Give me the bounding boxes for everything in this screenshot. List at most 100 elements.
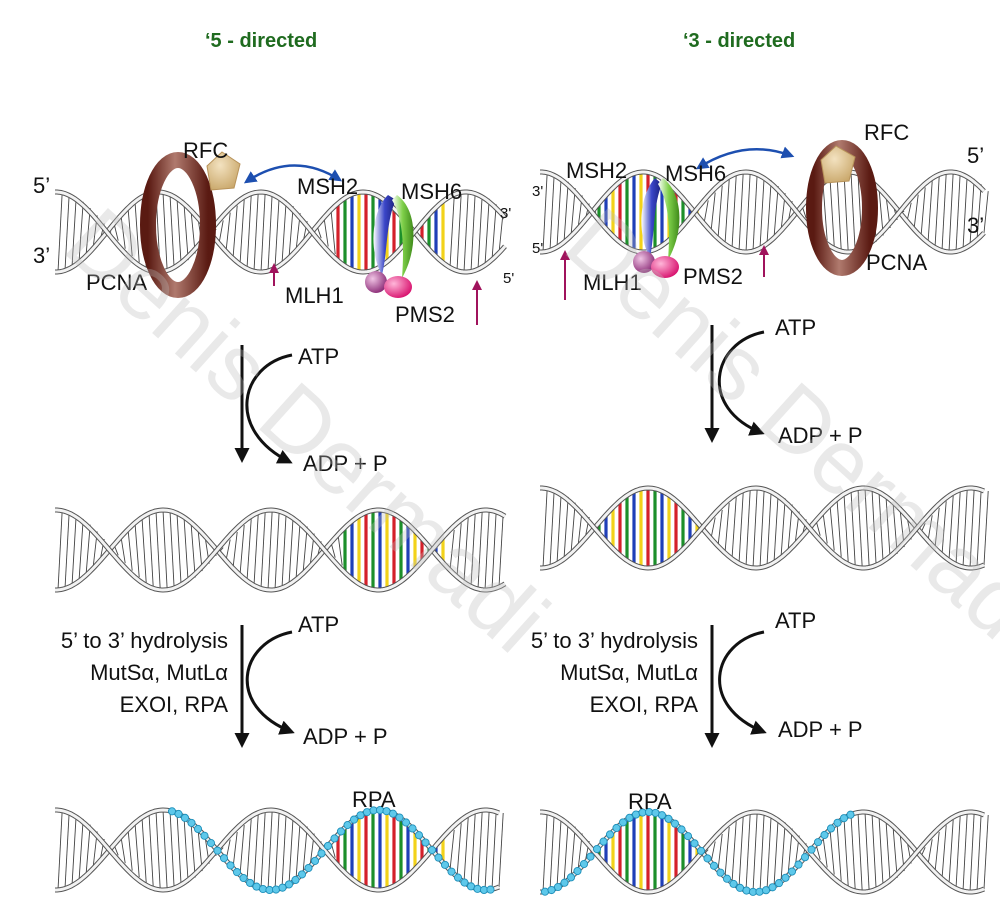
rpa-bead xyxy=(840,815,847,822)
base-pair xyxy=(865,812,869,892)
base-pair xyxy=(711,193,715,232)
rpa-bead xyxy=(717,869,724,876)
rpa-bead xyxy=(827,825,834,832)
base-pair xyxy=(774,186,778,238)
base-pair xyxy=(732,821,736,883)
base-pair xyxy=(184,817,188,883)
base-pair xyxy=(275,810,279,889)
rpa-bead xyxy=(567,874,574,881)
label-5prime-left: 5’ xyxy=(33,173,50,198)
base-pair xyxy=(247,195,251,268)
base-pair xyxy=(163,810,167,890)
label-rfc-left: RFC xyxy=(183,138,228,163)
base-pair xyxy=(233,532,237,568)
rpa-bead xyxy=(318,850,325,857)
dna-helix-right-step3 xyxy=(540,808,988,895)
label-5prime-left-end: 5' xyxy=(503,270,514,287)
base-pair xyxy=(893,826,897,878)
base-pair xyxy=(830,829,834,874)
base-pair xyxy=(254,515,258,586)
base-pair xyxy=(571,503,575,554)
base-pair xyxy=(935,832,939,872)
base-pair xyxy=(984,191,988,233)
rpa-bead xyxy=(298,871,305,878)
rpa-bead xyxy=(428,846,435,853)
base-pair xyxy=(261,812,265,889)
base-pair xyxy=(464,192,468,272)
base-pair xyxy=(86,825,90,876)
rpa-bead xyxy=(194,825,201,832)
base-pair xyxy=(121,837,125,863)
rpa-bead xyxy=(593,845,600,852)
base-pair xyxy=(275,196,279,268)
base-pair xyxy=(282,512,286,588)
base-pair xyxy=(289,816,293,885)
base-pair xyxy=(79,819,83,881)
base-pair xyxy=(247,819,251,881)
pms2-protein-left xyxy=(384,276,412,298)
rpa-bead xyxy=(292,876,299,883)
rpa-bead xyxy=(344,821,351,828)
base-pair xyxy=(254,193,258,271)
base-pair xyxy=(725,827,729,877)
base-pair xyxy=(872,813,876,890)
base-pair xyxy=(135,823,139,877)
rpa-bead xyxy=(561,879,568,886)
base-pair xyxy=(564,497,568,559)
label-atp-right-2: ATP xyxy=(775,608,816,633)
base-pair xyxy=(149,513,153,586)
rpa-bead xyxy=(600,838,607,845)
base-pair xyxy=(774,494,778,563)
rpa-bead xyxy=(181,814,188,821)
label-pcna-right: PCNA xyxy=(866,250,927,275)
base-pair xyxy=(79,519,83,581)
base-pair xyxy=(457,823,461,876)
label-adp-right-2: ADP + P xyxy=(778,717,863,742)
base-pair xyxy=(184,517,188,583)
base-pair xyxy=(963,813,967,891)
rpa-bead xyxy=(619,819,626,826)
base-pair xyxy=(135,523,139,577)
rpa-bead xyxy=(587,853,594,860)
base-pair xyxy=(499,813,503,887)
rpa-bead xyxy=(435,854,442,861)
rpa-bead xyxy=(678,826,685,833)
rpa-bead xyxy=(214,847,221,854)
rpa-bead xyxy=(422,839,429,846)
label-atp-right-1: ATP xyxy=(775,315,816,340)
base-pair xyxy=(984,815,988,889)
base-pair xyxy=(935,177,939,248)
base-pair xyxy=(485,810,489,890)
rpa-bead xyxy=(246,879,253,886)
base-pair xyxy=(275,510,279,589)
base-pair xyxy=(928,181,932,242)
rpa-bead xyxy=(580,860,587,867)
base-pair xyxy=(240,200,244,264)
rpa-bead xyxy=(441,861,448,868)
base-pair xyxy=(942,173,946,250)
base-pair xyxy=(268,810,272,890)
base-pair xyxy=(177,513,181,587)
base-pair xyxy=(492,811,496,890)
base-pair xyxy=(471,814,475,887)
base-pair xyxy=(261,512,265,589)
rpa-bead xyxy=(454,874,461,881)
base-pair xyxy=(457,193,461,270)
base-pair xyxy=(718,186,722,239)
base-pair xyxy=(331,210,335,254)
base-pair xyxy=(914,195,918,230)
base-pair xyxy=(543,812,547,892)
base-pair xyxy=(170,511,174,589)
rpa-bead xyxy=(311,857,318,864)
base-pair xyxy=(753,488,757,568)
base-pair xyxy=(65,511,69,588)
base-pair xyxy=(450,197,454,268)
base-pair xyxy=(128,529,132,570)
base-pair xyxy=(170,811,174,889)
rpa-bead xyxy=(554,883,561,890)
label-3prime-right-start: 3' xyxy=(532,183,543,200)
base-pair xyxy=(564,182,568,242)
label-rpa-right: RPA xyxy=(628,789,672,814)
label-msh2-left: MSH2 xyxy=(297,174,358,199)
base-pair xyxy=(837,174,841,249)
